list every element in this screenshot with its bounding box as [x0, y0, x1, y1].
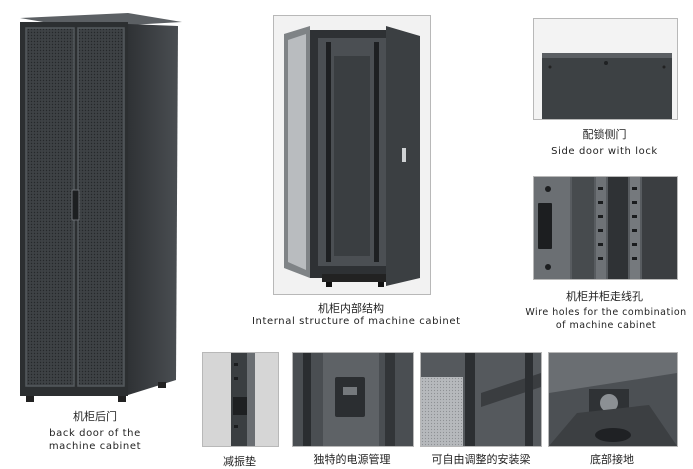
wire-holes-caption-en-1: Wire holes for the combination [525, 307, 687, 318]
beam-caption-cn: 可自由调整的安装梁 [431, 453, 531, 466]
grounding-point-icon [600, 394, 618, 412]
wire-holes-caption-en-2: of machine cabinet [555, 320, 657, 331]
back-door-caption-en-1: back door of the [49, 428, 141, 439]
detail-damping-frame [202, 352, 279, 447]
wire-hole-icon [538, 203, 552, 249]
lock-icon [604, 61, 608, 65]
detail-grounding-frame [548, 352, 678, 447]
internal-structure-image [284, 26, 420, 287]
wire-holes-image [534, 177, 677, 279]
damping-caption-cn: 减振垫 [223, 455, 256, 468]
wire-holes-caption-cn: 机柜并柜走线孔 [566, 290, 643, 303]
power-management-image [293, 353, 413, 446]
mounting-beam-image [421, 353, 541, 446]
back-door-caption-cn: 机柜后门 [73, 410, 117, 423]
internal-caption-cn: 机柜内部结构 [318, 302, 384, 315]
door-handle-icon [71, 189, 80, 221]
side-door-frame [533, 18, 678, 120]
side-door-caption-cn: 配锁侧门 [582, 128, 627, 141]
detail-power-frame [292, 352, 414, 447]
internal-structure-frame [273, 15, 431, 295]
bottom-grounding-image [549, 353, 677, 446]
damping-pad-image [203, 353, 278, 446]
cabinet-back-door-image [20, 13, 182, 402]
grounding-caption-cn: 底部接地 [590, 453, 634, 466]
left-door-leaf [26, 28, 74, 386]
wire-holes-frame [533, 176, 678, 280]
right-door-leaf [78, 28, 124, 386]
back-door-caption-en-2: machine cabinet [48, 441, 142, 452]
internal-caption-en: Internal structure of machine cabinet [252, 316, 461, 327]
power-caption-cn: 独特的电源管理 [313, 453, 391, 466]
side-door-caption-en: Side door with lock [551, 146, 658, 157]
side-door-image [542, 53, 672, 119]
detail-beam-frame [420, 352, 542, 447]
